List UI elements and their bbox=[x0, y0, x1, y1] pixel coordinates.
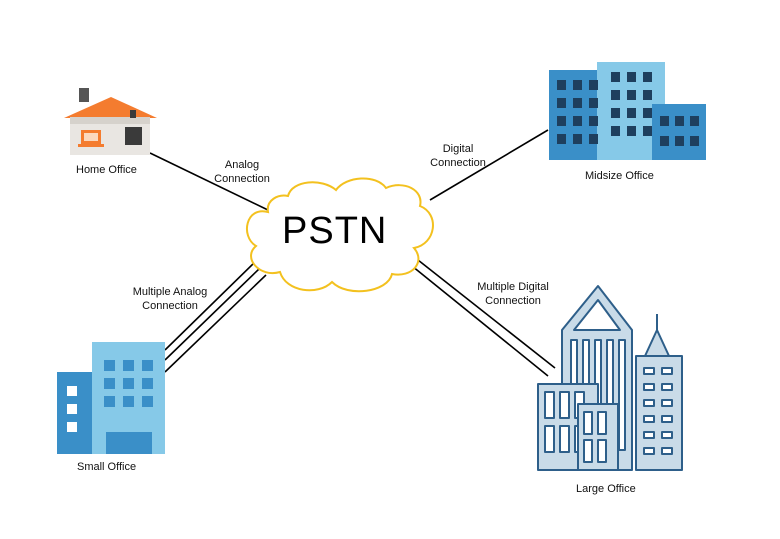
midsize-connection-line bbox=[429, 129, 549, 201]
analog-connection-line1: Analog bbox=[224, 159, 260, 171]
home-connection-line bbox=[149, 152, 269, 211]
house-icon bbox=[64, 88, 157, 155]
digital-connection-line1: Digital bbox=[442, 143, 474, 155]
digital-connection-line2: Connection bbox=[430, 157, 486, 169]
midsize-buildings-icon bbox=[549, 62, 706, 160]
multiple-digital-line1: Multiple Digital bbox=[477, 281, 549, 293]
multiple-digital-connection-label: Multiple Digital Connection bbox=[468, 280, 558, 308]
multiple-analog-connection-label: Multiple Analog Connection bbox=[125, 285, 215, 313]
small-building-icon bbox=[57, 342, 165, 454]
multiple-analog-line1: Multiple Analog bbox=[132, 286, 208, 298]
cloud-icon bbox=[246, 177, 434, 293]
home-office-label: Home Office bbox=[76, 164, 137, 176]
small-connection-lines bbox=[164, 261, 267, 373]
pstn-label: PSTN bbox=[282, 210, 388, 252]
multiple-analog-line2: Connection bbox=[142, 300, 198, 312]
large-office-label: Large Office bbox=[576, 483, 636, 495]
large-connection-lines bbox=[411, 259, 556, 377]
multiple-digital-line2: Connection bbox=[485, 295, 541, 307]
analog-connection-line2: Connection bbox=[214, 173, 270, 185]
midsize-office-label: Midsize Office bbox=[585, 170, 654, 182]
skyscrapers-icon bbox=[537, 285, 683, 471]
digital-connection-label: Digital Connection bbox=[418, 142, 498, 170]
analog-connection-label: Analog Connection bbox=[202, 158, 282, 186]
small-office-label: Small Office bbox=[77, 461, 137, 473]
